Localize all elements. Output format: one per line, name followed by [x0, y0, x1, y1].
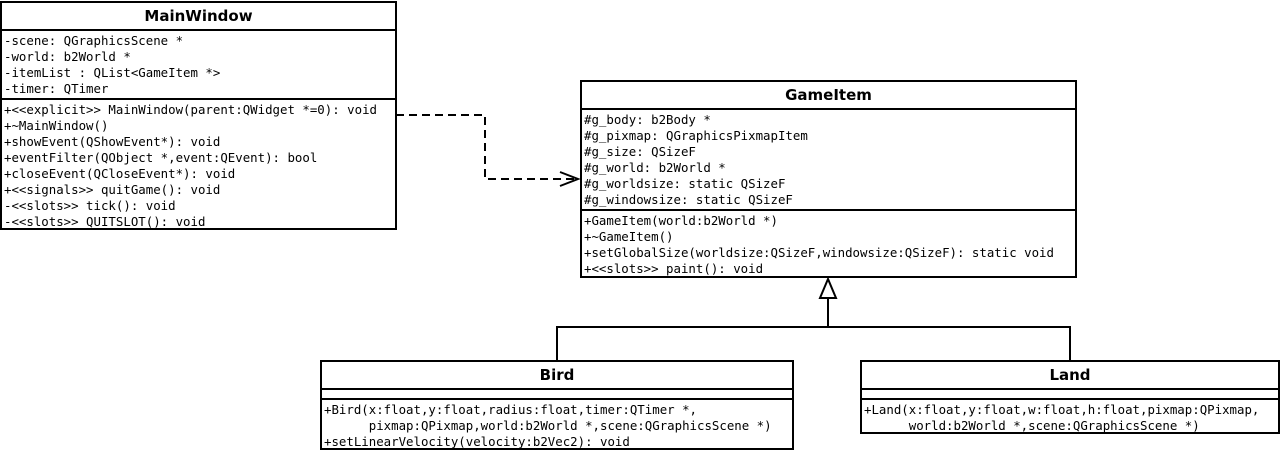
operations-section: +Land(x:float,y:float,w:float,h:float,pi…	[862, 400, 1278, 433]
operations-section: +<<explicit>> MainWindow(parent:QWidget …	[2, 100, 395, 231]
operation: +~MainWindow()	[4, 118, 109, 133]
attribute: -world: b2World *	[4, 49, 131, 64]
attributes-section: #g_body: b2Body * #g_pixmap: QGraphicsPi…	[582, 110, 1075, 211]
operation: +Bird(x:float,y:float,radius:float,timer…	[324, 402, 697, 417]
operation: +eventFilter(QObject *,event:QEvent): bo…	[4, 150, 318, 165]
operation: +GameItem(world:b2World *)	[584, 213, 778, 228]
class-gameitem[interactable]: GameItem #g_body: b2Body * #g_pixmap: QG…	[580, 80, 1077, 278]
attribute: #g_pixmap: QGraphicsPixmapItem	[584, 128, 808, 143]
operation: world:b2World *,scene:QGraphicsScene *)	[864, 418, 1200, 433]
class-name: Bird	[322, 362, 792, 390]
operation: -<<slots>> tick(): void	[4, 198, 176, 213]
generalization-line-land	[828, 326, 1071, 361]
attribute: #g_windowsize: static QSizeF	[584, 192, 793, 207]
attribute: #g_worldsize: static QSizeF	[584, 176, 786, 191]
attribute: #g_size: QSizeF	[584, 144, 696, 159]
class-name: Land	[862, 362, 1278, 390]
operation: +closeEvent(QCloseEvent*): void	[4, 166, 236, 181]
attribute: -scene: QGraphicsScene *	[4, 33, 184, 48]
operation: +showEvent(QShowEvent*): void	[4, 134, 221, 149]
operation: +setLinearVelocity(velocity:b2Vec2): voi…	[324, 434, 630, 449]
attribute: #g_body: b2Body *	[584, 112, 711, 127]
operation: +setGlobalSize(worldsize:QSizeF,windowsi…	[584, 245, 1054, 260]
attribute: #g_world: b2World *	[584, 160, 726, 175]
class-name: MainWindow	[2, 3, 395, 31]
class-bird[interactable]: Bird +Bird(x:float,y:float,radius:float,…	[320, 360, 794, 450]
generalization-line-bird	[556, 298, 829, 361]
attribute: -timer: QTimer	[4, 81, 109, 96]
attributes-section	[862, 390, 1278, 400]
generalization-triangle	[818, 276, 838, 299]
attributes-section	[322, 390, 792, 400]
dependency-arrowhead	[559, 171, 581, 187]
operation: +<<slots>> paint(): void	[584, 261, 764, 276]
operations-section: +Bird(x:float,y:float,radius:float,timer…	[322, 400, 792, 451]
operation: +~GameItem()	[584, 229, 674, 244]
operation: +<<explicit>> MainWindow(parent:QWidget …	[4, 102, 377, 117]
operations-section: +GameItem(world:b2World *) +~GameItem() …	[582, 211, 1075, 278]
dependency-arrow	[396, 114, 576, 180]
operation: +Land(x:float,y:float,w:float,h:float,pi…	[864, 402, 1260, 417]
operation: -<<slots>> QUITSLOT(): void	[4, 214, 206, 229]
class-name: GameItem	[582, 82, 1075, 110]
class-land[interactable]: Land +Land(x:float,y:float,w:float,h:flo…	[860, 360, 1280, 434]
operation: pixmap:QPixmap,world:b2World *,scene:QGr…	[324, 418, 772, 433]
attribute: -itemList : QList<GameItem *>	[4, 65, 221, 80]
class-mainwindow[interactable]: MainWindow -scene: QGraphicsScene * -wor…	[0, 1, 397, 230]
operation: +<<signals>> quitGame(): void	[4, 182, 221, 197]
attributes-section: -scene: QGraphicsScene * -world: b2World…	[2, 31, 395, 100]
